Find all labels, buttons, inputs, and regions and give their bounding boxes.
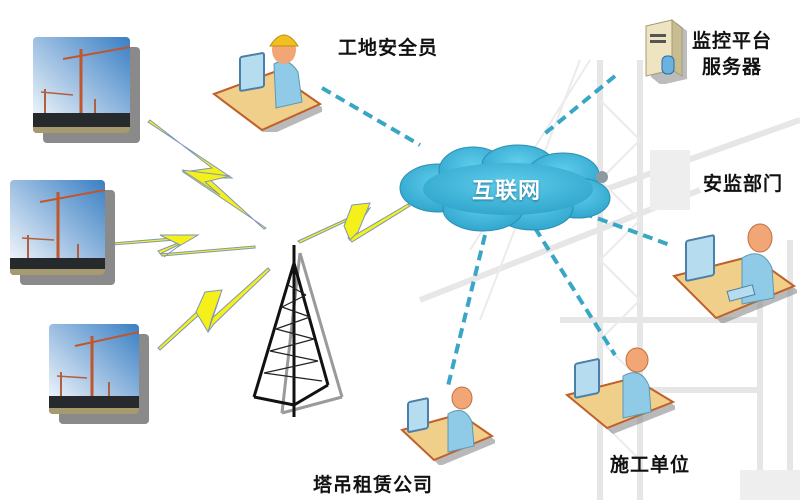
server-icon <box>645 18 687 84</box>
link-construction-unit <box>533 226 617 357</box>
construction-site-photo-1 <box>33 37 130 133</box>
user-computer-icon <box>672 223 797 323</box>
label-safety-supervision: 安监部门 <box>703 173 784 195</box>
construction-site-photo-3 <box>49 324 139 414</box>
worker-hardhat-computer-icon <box>212 34 322 132</box>
hub-label: 互联网 <box>472 179 542 204</box>
label-monitoring-server-line1: 监控平台 <box>692 30 773 52</box>
lightning-bolt-icon <box>111 235 256 257</box>
cloud-icon <box>399 144 611 232</box>
link-safety-officer <box>320 86 422 147</box>
label-crane-rental-company: 塔吊租赁公司 <box>313 474 434 496</box>
label-monitoring-server-line2: 服务器 <box>702 56 763 78</box>
radio-tower-icon <box>252 245 344 417</box>
user-computer-icon <box>400 386 495 465</box>
construction-site-photo-2 <box>10 180 105 275</box>
label-monitoring-server: 监控平台 服务器 <box>692 28 772 80</box>
label-site-safety-officer: 工地安全员 <box>338 37 439 59</box>
user-computer-icon <box>565 347 675 434</box>
label-construction-unit: 施工单位 <box>610 454 691 476</box>
link-crane-rental <box>445 234 487 391</box>
